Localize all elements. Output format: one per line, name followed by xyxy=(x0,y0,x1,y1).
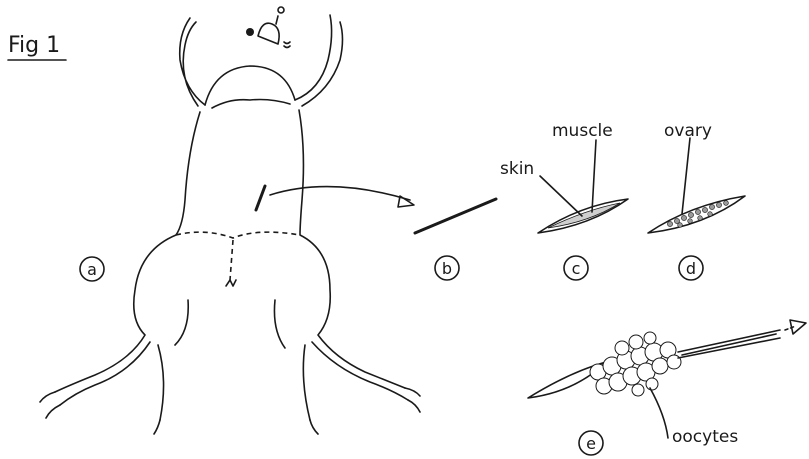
label-c: c xyxy=(564,256,588,280)
arrow-to-b xyxy=(270,187,410,200)
frog-drawing xyxy=(40,15,420,434)
muscle-pointer xyxy=(592,140,596,212)
ovary-pointer xyxy=(682,138,690,214)
opened-incision-d xyxy=(648,196,745,233)
svg-text:d: d xyxy=(686,259,696,278)
muscle-label: muscle xyxy=(552,121,613,141)
skin-pointer xyxy=(540,176,582,216)
bell-icon xyxy=(246,7,290,48)
oocyte-extraction-e xyxy=(528,320,806,398)
label-a: a xyxy=(80,257,104,281)
oocytes-pointer xyxy=(650,388,668,438)
svg-text:c: c xyxy=(572,259,581,278)
incision-line-b xyxy=(415,199,496,233)
ovary-label: ovary xyxy=(664,121,712,141)
skin-label: skin xyxy=(500,159,534,179)
opened-incision-c xyxy=(538,199,628,233)
svg-text:e: e xyxy=(586,434,596,453)
label-b: b xyxy=(435,256,459,280)
label-e: e xyxy=(579,431,603,455)
figure-title: Fig 1 xyxy=(8,33,60,58)
svg-text:b: b xyxy=(442,259,452,278)
label-d: d xyxy=(679,256,703,280)
incision-mark xyxy=(256,186,265,210)
svg-text:a: a xyxy=(87,260,97,279)
oocytes-label: oocytes xyxy=(672,427,738,447)
